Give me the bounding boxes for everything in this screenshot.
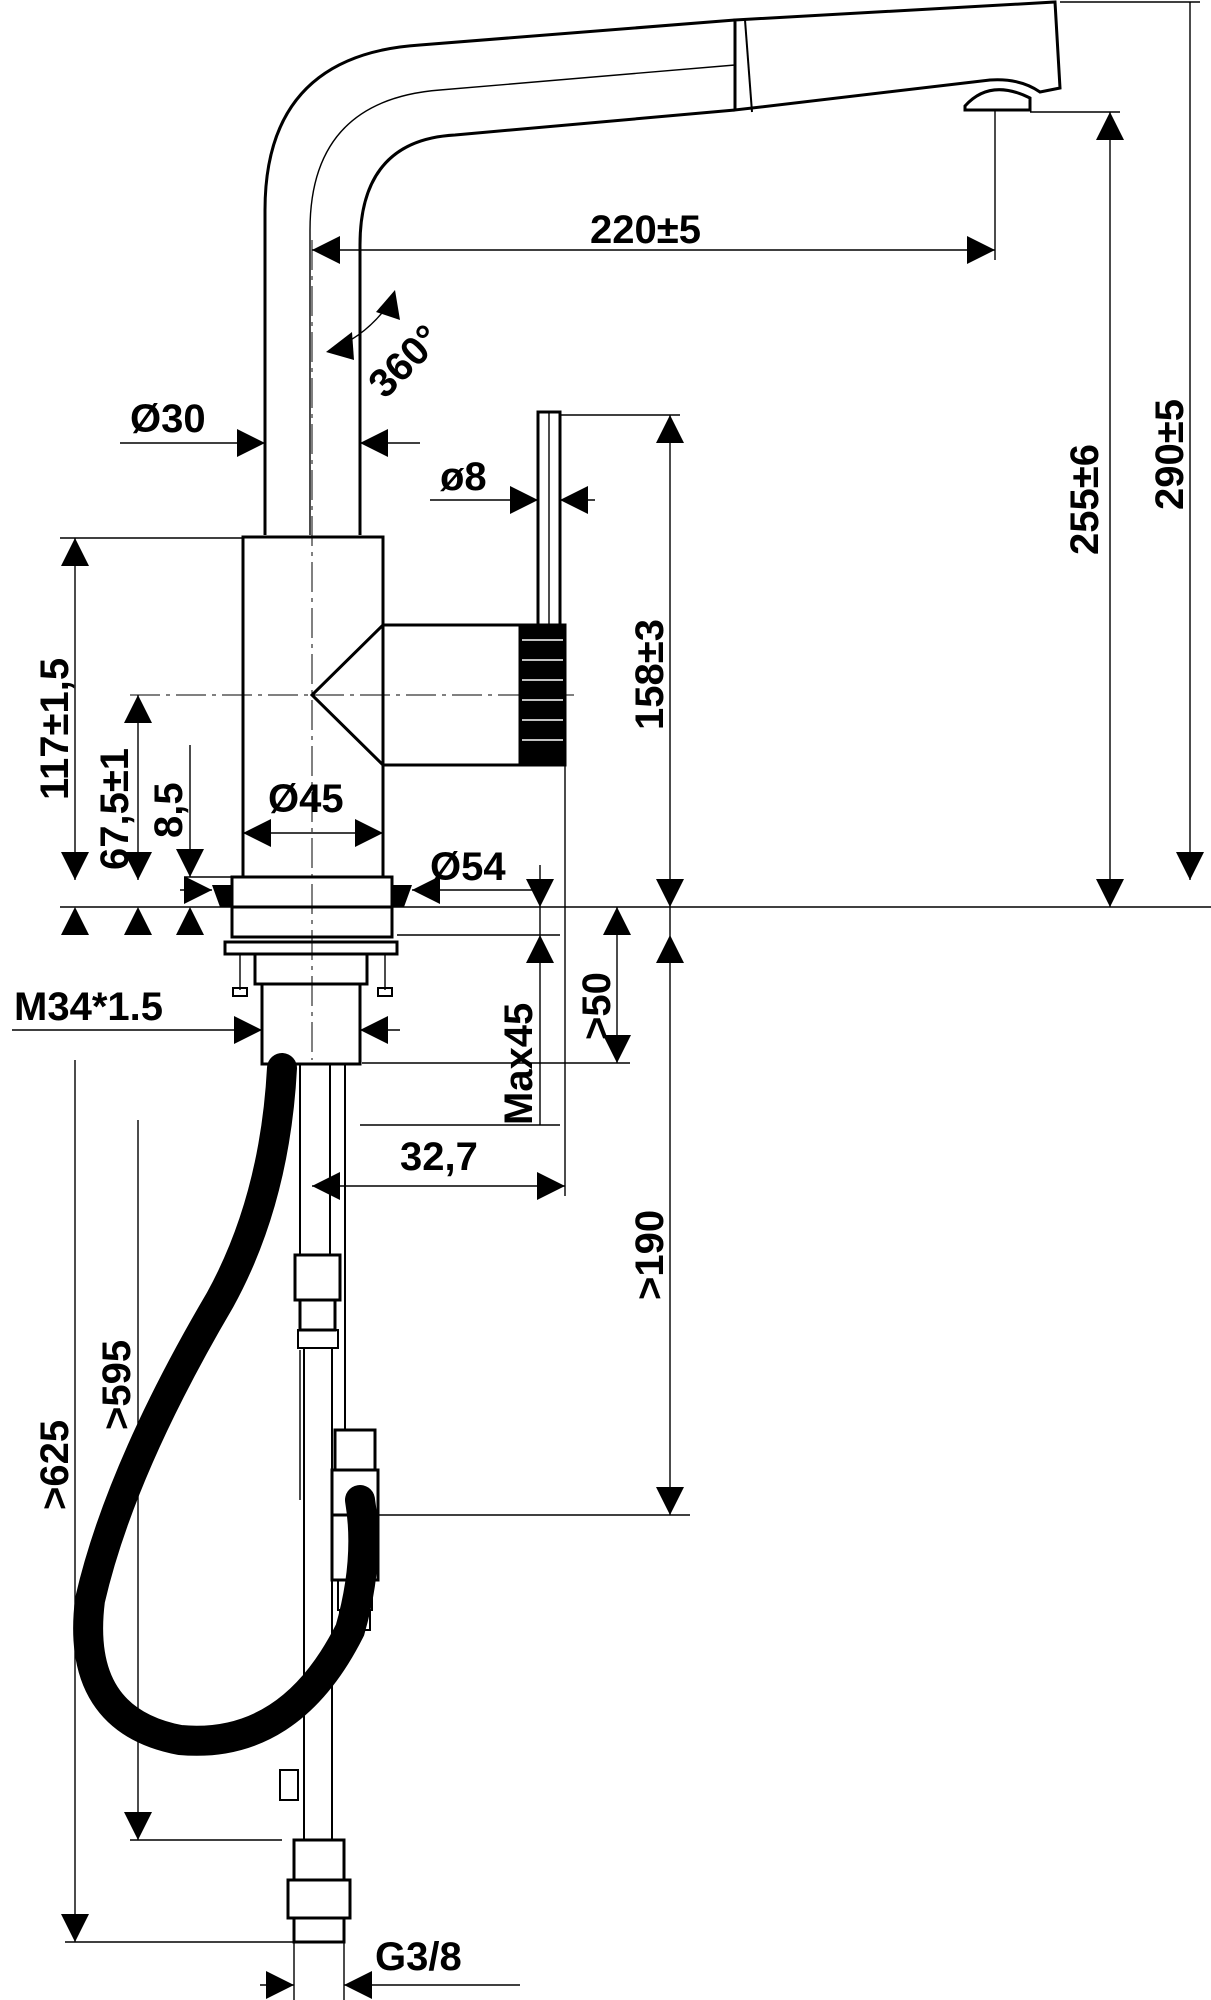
dim-d45: [243, 819, 383, 847]
dim-595: [124, 1120, 282, 1841]
dim-290: [1060, 1, 1204, 880]
dim-220-label: 220±5: [590, 208, 701, 252]
base-flange: [212, 875, 412, 1066]
dim-220: [312, 110, 996, 264]
dim-67: [124, 695, 152, 880]
dim-g38-label: G3/8: [375, 1935, 462, 1979]
dim-d30: [120, 429, 420, 457]
dim-d54-label: Ø54: [430, 845, 506, 889]
dim-158: [560, 414, 684, 907]
dim-d54: [180, 876, 540, 904]
dim-m34-label: M34*1.5: [14, 985, 163, 1029]
dim-d45-label: Ø45: [268, 777, 344, 821]
dim-158-label: 158±3: [628, 619, 672, 730]
dim-50-label: >50: [575, 972, 619, 1040]
dim-190-label: >190: [628, 1210, 672, 1300]
dim-m34: [12, 1016, 400, 1044]
dim-g38: [260, 1942, 520, 2000]
dim-32-7: [312, 765, 566, 1200]
dim-50: [362, 907, 631, 1064]
dim-d30-label: Ø30: [130, 397, 206, 441]
dim-67-label: 67,5±1: [93, 748, 137, 870]
dim-290-label: 290±5: [1148, 399, 1192, 510]
dim-255: [1030, 111, 1124, 907]
rotation-arrow: [326, 290, 400, 360]
dim-625: [61, 1060, 294, 1943]
dim-625-label: >625: [33, 1420, 77, 1510]
dim-117-label: 117±1,5: [33, 658, 77, 800]
dim-32-7-label: 32,7: [400, 1135, 478, 1179]
dim-d8-label: ø8: [440, 455, 487, 499]
dim-8-5-label: 8,5: [147, 782, 191, 838]
dim-d8: [430, 486, 595, 514]
spout: [263, 0, 1062, 535]
dim-max45-label: Max45: [497, 1003, 541, 1125]
dim-190: [370, 907, 690, 1516]
dim-255-label: 255±6: [1063, 444, 1107, 555]
dim-8-5: [176, 745, 232, 935]
rotation-label: 360°: [360, 317, 450, 407]
dim-595-label: >595: [95, 1340, 139, 1430]
dim-max45: [360, 865, 560, 1126]
supply-pipes: [279, 1064, 380, 1944]
dim-117: [60, 537, 243, 880]
